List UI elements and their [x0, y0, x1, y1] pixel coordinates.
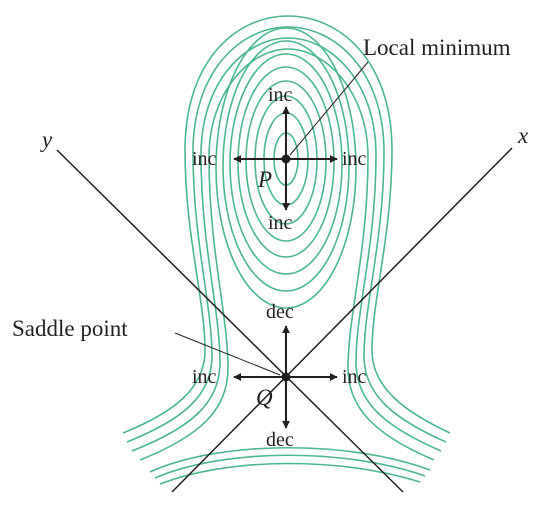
- contour-outer-4: [139, 48, 435, 461]
- point-q-label: Q: [256, 385, 273, 410]
- local-min-leader: [289, 61, 369, 156]
- p-down-label: inc: [268, 212, 293, 234]
- q-left-label: inc: [192, 366, 217, 388]
- contour-bottom-3: [159, 462, 421, 485]
- q-right-label: inc: [342, 366, 367, 388]
- leader-lines: [174, 61, 369, 376]
- y-axis-line: [56, 149, 404, 493]
- q-up-label: dec: [266, 301, 294, 323]
- contour-oval-1: [215, 27, 357, 309]
- x-axis-line: [171, 147, 513, 493]
- y-axis-label: y: [40, 127, 53, 152]
- saddle-point-label: Saddle point: [12, 316, 128, 341]
- contour-oval-5: [245, 80, 327, 242]
- q-arrows: [233, 325, 338, 429]
- contour-outer-1: [122, 15, 451, 434]
- q-down-label: dec: [266, 429, 294, 451]
- p-arrows: [233, 106, 338, 211]
- p-left-label: inc: [192, 148, 217, 170]
- contour-bottom-1: [149, 446, 431, 473]
- contour-oval-3: [229, 53, 343, 275]
- axes: [56, 147, 513, 493]
- point-p-dot: [281, 154, 291, 164]
- contour-oval-2: [222, 40, 350, 292]
- point-q-dot: [281, 372, 291, 382]
- contour-outer-3: [131, 37, 442, 452]
- local-minimum-label: Local minimum: [363, 35, 511, 60]
- x-axis-label: x: [517, 123, 529, 148]
- contour-outer-2: [126, 26, 447, 443]
- contour-bottom-2: [154, 454, 426, 479]
- point-p-label: P: [257, 167, 272, 192]
- saddle-leader: [174, 332, 281, 376]
- p-right-label: inc: [342, 148, 367, 170]
- p-up-label: inc: [268, 84, 293, 106]
